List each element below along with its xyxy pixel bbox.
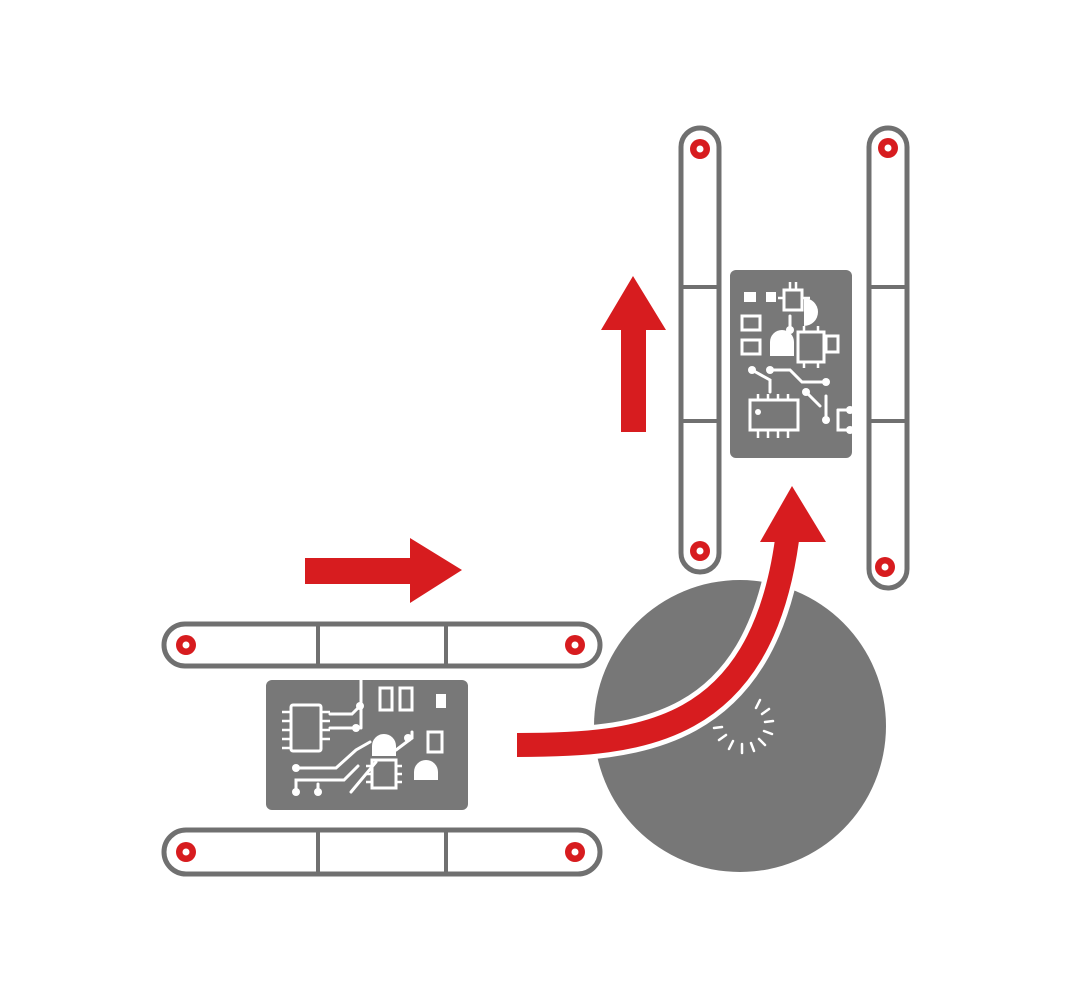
conveyor-rail-left [678, 125, 722, 575]
circuit-board-icon [730, 270, 856, 458]
vertical-conveyor [678, 125, 910, 591]
conveyor-rail-bottom [161, 827, 603, 877]
rotation-indicator-icon [712, 698, 775, 755]
arrow-up-icon [601, 276, 666, 432]
conveyor-rail-top [161, 621, 603, 669]
horizontal-conveyor [161, 621, 603, 877]
arrow-curved-icon [516, 486, 826, 762]
arrow-right-icon [305, 538, 462, 603]
turntable [594, 580, 886, 872]
circuit-board-icon [266, 678, 468, 810]
conveyor-rail-right [866, 125, 910, 591]
